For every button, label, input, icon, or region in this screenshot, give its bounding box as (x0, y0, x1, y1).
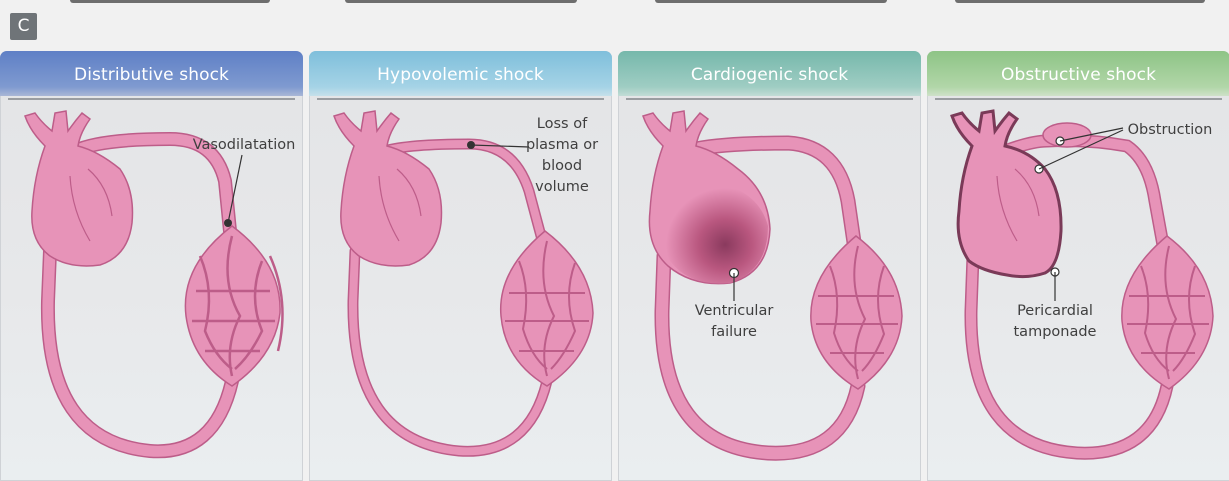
cropped-panel-edge (70, 0, 270, 3)
panel-obstructive-shock: Obstructive shock Obstructi (927, 51, 1229, 481)
label-ventricular-failure: Ventricular failure (684, 301, 784, 343)
label-pericardial-tamponade: Pericardial tamponade (1005, 301, 1105, 343)
cropped-panel-edge (345, 0, 577, 3)
heart-icon (25, 111, 133, 266)
cropped-panel-edge (955, 0, 1205, 3)
panel-cardiogenic-shock: Cardiogenic shock (618, 51, 921, 481)
circulation-diagram (927, 51, 1229, 481)
cropped-panel-edge (655, 0, 887, 3)
heart-icon (334, 111, 442, 266)
panel-distributive-shock: Distributive shock Vasodilatation (0, 51, 303, 481)
capillary-bed (501, 231, 593, 386)
capillary-bed (185, 226, 280, 386)
label-obstruction: Obstruction (1121, 120, 1219, 141)
section-label: C (10, 13, 37, 40)
label-vasodilatation: Vasodilatation (188, 135, 300, 156)
circulation-diagram (618, 51, 921, 481)
label-volume-loss: Loss of plasma or blood volume (522, 114, 602, 198)
panel-hypovolemic-shock: Hypovolemic shock Loss of plasma or bloo… (309, 51, 612, 481)
circulation-diagram (0, 51, 303, 481)
vessel-bulge (1043, 123, 1091, 147)
